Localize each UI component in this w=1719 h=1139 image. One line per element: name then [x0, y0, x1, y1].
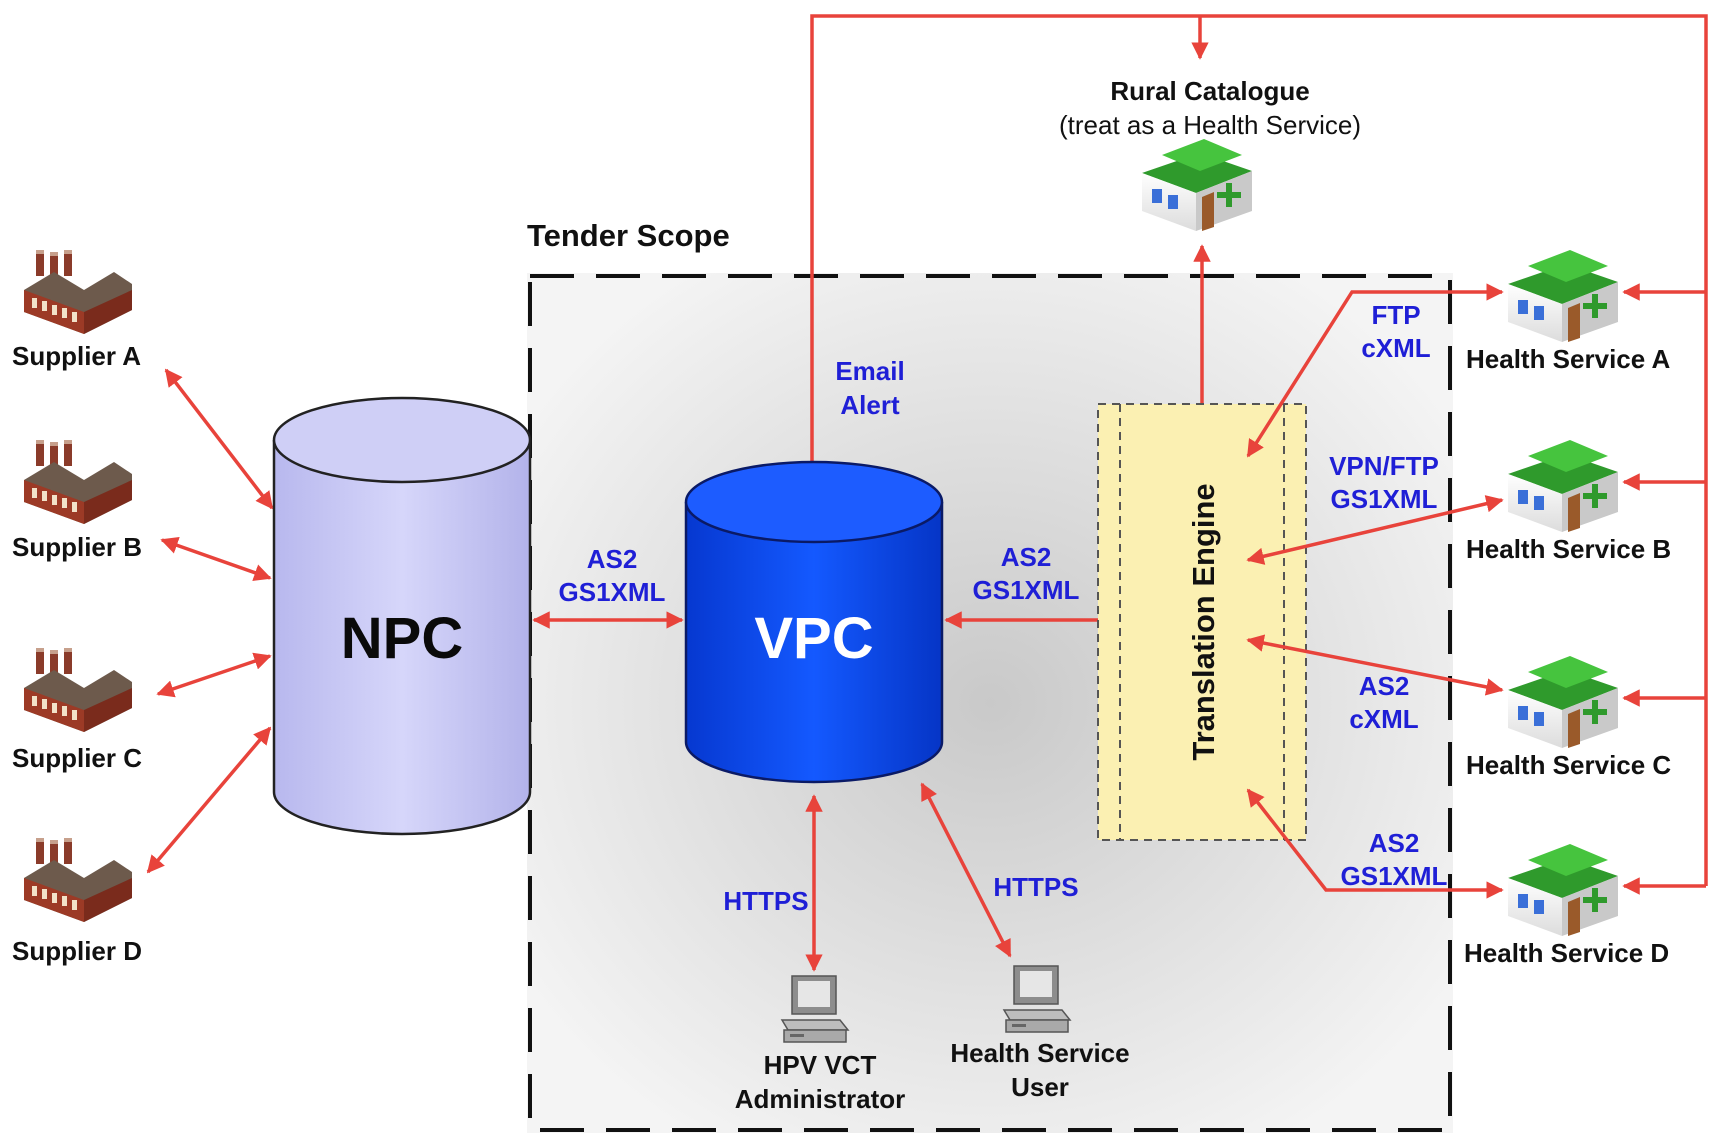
tender-scope-title: Tender Scope: [527, 218, 730, 253]
health-service-b-label: Health Service B: [1466, 534, 1671, 564]
npc-database: NPC: [272, 396, 532, 836]
factory-icon: [24, 648, 132, 732]
hs-a-protocol-1: FTP: [1371, 300, 1420, 330]
supplier-c: Supplier C: [12, 648, 142, 773]
translation-engine-label: Translation Engine: [1186, 483, 1221, 760]
translation-engine: Translation Engine: [1097, 403, 1307, 841]
supplier-c-npc-arrow: [156, 652, 272, 698]
user-label-2: User: [1011, 1072, 1069, 1102]
admin-workstation: HPV VCT Administrator: [735, 975, 905, 1114]
supplier-a-npc-arrow: [164, 368, 274, 510]
supplier-a: Supplier A: [12, 250, 141, 371]
supplier-b: Supplier B: [12, 440, 142, 562]
hospital-house-icon: [1508, 440, 1618, 532]
supplier-c-label: Supplier C: [12, 743, 142, 773]
npc-label: NPC: [341, 606, 463, 671]
supplier-d-npc-arrow: [146, 726, 272, 874]
email-alert-line: [810, 14, 1708, 886]
rural-catalogue-subtitle: (treat as a Health Service): [1059, 110, 1361, 140]
npc-vpc-protocol-1: AS2: [587, 544, 638, 574]
hs-d-protocol-1: AS2: [1369, 828, 1420, 858]
https-admin-label: HTTPS: [723, 886, 808, 916]
supplier-b-npc-arrow: [160, 536, 272, 582]
rural-catalogue-house-icon: [1142, 139, 1252, 231]
hospital-house-icon: [1508, 844, 1618, 936]
health-service-b: Health Service B: [1466, 440, 1671, 564]
admin-label-2: Administrator: [735, 1084, 905, 1114]
health-service-c: Health Service C: [1466, 656, 1671, 780]
hs-b-protocol-2: GS1XML: [1331, 484, 1438, 514]
vpc-engine-protocol-1: AS2: [1001, 542, 1052, 572]
supplier-a-label: Supplier A: [12, 341, 141, 371]
user-label-1: Health Service: [950, 1038, 1129, 1068]
hs-d-protocol-2: GS1XML: [1341, 861, 1448, 891]
admin-label-1: HPV VCT: [764, 1050, 877, 1080]
hospital-house-icon: [1508, 250, 1618, 342]
factory-icon: [24, 440, 132, 524]
hospital-house-icon: [1508, 656, 1618, 748]
https-user-label: HTTPS: [993, 872, 1078, 902]
npc-vpc-protocol-2: GS1XML: [559, 577, 666, 607]
engine-hs-c-arrow: [1246, 634, 1504, 696]
health-service-c-label: Health Service C: [1466, 750, 1671, 780]
factory-icon: [24, 250, 132, 334]
vpc-database: VPC: [684, 460, 944, 784]
vpc-user-arrow: [920, 782, 1012, 958]
engine-hs-a-arrow: [1246, 283, 1504, 458]
health-service-d-label: Health Service D: [1464, 938, 1669, 968]
email-alert-label-2: Alert: [840, 390, 900, 420]
engine-hs-d-arrow: [1246, 788, 1504, 899]
rural-catalogue-title: Rural Catalogue: [1110, 76, 1309, 106]
supplier-d: Supplier D: [12, 838, 142, 966]
health-service-a-label: Health Service A: [1466, 344, 1670, 374]
email-alert-label-1: Email: [835, 356, 904, 386]
vpc-label: VPC: [754, 606, 873, 671]
supplier-b-label: Supplier B: [12, 532, 142, 562]
hs-c-protocol-1: AS2: [1359, 671, 1410, 701]
user-workstation: Health Service User: [950, 965, 1130, 1102]
factory-icon: [24, 838, 132, 922]
hs-c-protocol-2: cXML: [1349, 704, 1418, 734]
hs-a-protocol-2: cXML: [1361, 333, 1430, 363]
health-service-d: Health Service D: [1464, 844, 1669, 968]
tender-scope-area: [527, 273, 1453, 1133]
vpc-engine-protocol-2: GS1XML: [973, 575, 1080, 605]
health-service-a: Health Service A: [1466, 250, 1670, 374]
supplier-d-label: Supplier D: [12, 936, 142, 966]
engine-hs-b-arrow: [1246, 495, 1504, 565]
hs-b-protocol-1: VPN/FTP: [1329, 451, 1439, 481]
